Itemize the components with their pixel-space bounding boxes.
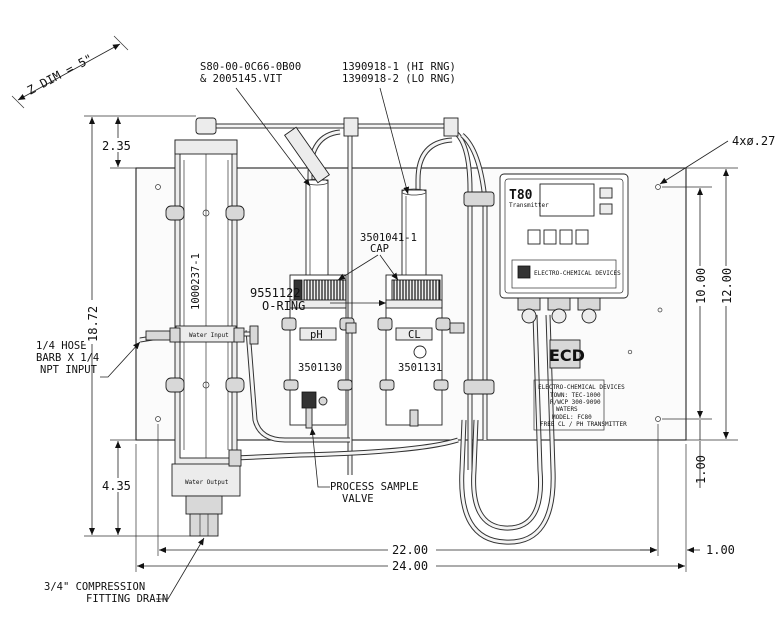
cl-sensor-part-line1: 1390918-1 (HI RNG) [342,61,456,73]
water-input-label: Water Input [189,332,229,339]
nameplate-line6: FREE CL / PH TRANSMITTER [540,421,627,428]
flow-cell-column [165,139,245,471]
cl-sensor [401,188,427,281]
cl-flow-cell [377,274,451,427]
ph-sensor-part-line1: S80-00-0C66-0B00 [200,61,301,73]
tube-clips [345,191,495,395]
cl-cell-tag: CL [408,329,421,341]
nameplate-line3: R/WCP 300-9090 [550,399,601,406]
drain-note-leader [156,537,205,600]
nameplate-logo: ECD [549,346,585,365]
controller-brand: ELECTRO-CHEMICAL DEVICES [534,270,621,277]
hose-note-line3: NPT INPUT [40,364,98,376]
drain-note-line1: 3/4" COMPRESSION [44,581,145,593]
dim-panel-width: 24.00 [392,559,428,573]
top-elbow-fitting [195,117,459,137]
nameplate-line4: WATERS [556,406,578,413]
controller-subtitle: Transmitter [509,202,549,209]
z-dim-callout [11,35,129,109]
cl-sensor-leader [379,87,410,195]
mounting-holes [155,184,663,422]
drain-fitting [171,449,242,537]
t80-controller [499,173,629,324]
water-output-label: Water Output [185,479,229,486]
dim-bottom-offset: 4.35 [102,479,131,493]
dim-bottom-margin: 1.00 [694,455,708,484]
ph-flow-cell [281,274,355,429]
controller-model: T80 [509,188,533,203]
dim-panel-height: 12.00 [720,268,734,304]
nameplate-line5: MODEL: FC80 [552,414,592,421]
oring-part-number: 9551122 [250,286,301,300]
hose-note-line2: BARB X 1/4 [36,352,99,364]
z-dim-label: Z DIM = 5" [25,51,95,97]
valve-note-leader [309,427,330,488]
nameplate-line1: ELECTRO-CHEMICAL DEVICES [538,384,625,391]
cl-cell-part-number: 3501131 [398,362,442,374]
valve-note-line2: VALVE [342,493,374,505]
ph-cell-part-number: 3501130 [298,362,342,374]
cap-part-number: 3501041-1 [360,232,417,244]
hose-barb-input [145,325,259,345]
cap-label: CAP [370,243,389,255]
mount-hole-note: 4xø.27 [732,134,775,148]
ecd-nameplate [533,339,605,431]
cl-sensor-part-line2: 1390918-2 (LO RNG) [342,73,456,85]
dim-edge-margin: 1.00 [706,543,735,557]
oring-label: O-RING [262,299,305,313]
dim-hole-spacing-horizontal: 22.00 [392,543,428,557]
flow-cell-part-number: 1000237-1 [190,253,202,310]
dim-hole-spacing-vertical: 10.00 [694,268,708,304]
sample-tubing [139,123,556,545]
drain-note-line2: FITTING DRAIN [86,593,168,605]
hose-note-line1: 1/4 HOSE [36,340,87,352]
hose-note-leader [100,341,141,378]
mount-hole-leader [659,140,729,185]
dim-overall-height: 18.72 [86,306,100,342]
ph-sensor-leader [235,87,311,187]
ph-sensor-part-line2: & 2005145.VIT [200,73,283,85]
ph-cell-tag: pH [310,329,323,341]
dim-top-offset: 2.35 [102,139,131,153]
nameplate-line2: TOWN: TEC-1000 [550,392,601,399]
valve-note-line1: PROCESS SAMPLE [330,481,419,493]
